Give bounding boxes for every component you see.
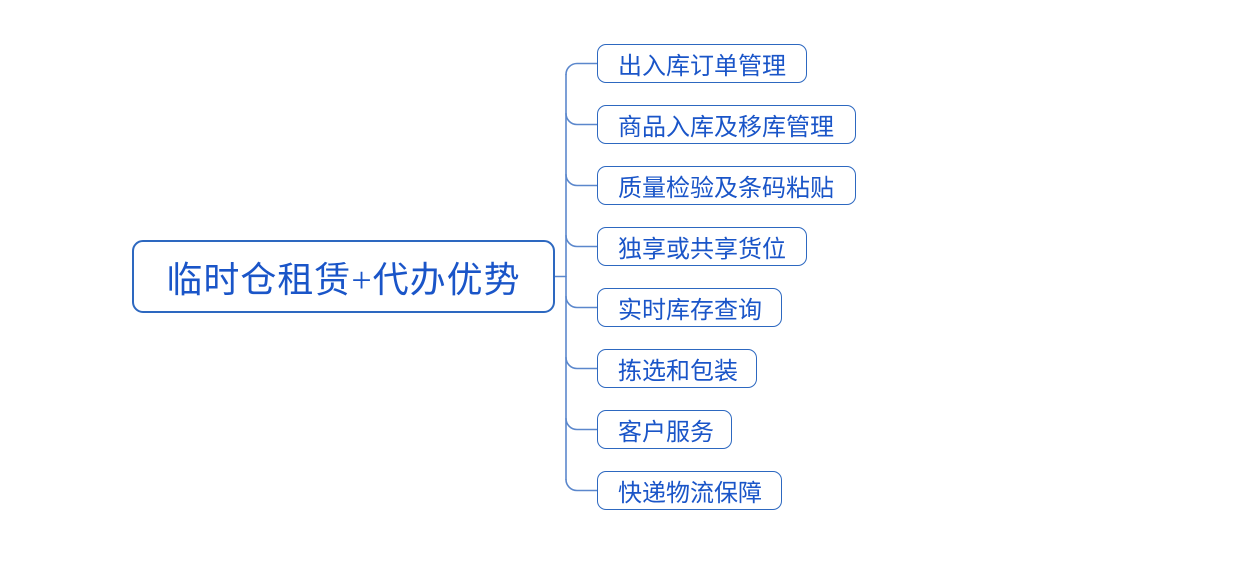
child-node-order-management[interactable]: 出入库订单管理: [597, 44, 807, 83]
child-node-label: 客户服务: [618, 420, 714, 446]
child-node-label: 独享或共享货位: [618, 237, 786, 263]
child-node-shared-slots[interactable]: 独享或共享货位: [597, 227, 807, 266]
connector-branch-4: [565, 234, 598, 248]
child-node-label: 快递物流保障: [618, 481, 762, 507]
connector-branch-7: [565, 417, 598, 431]
child-node-express-logistics[interactable]: 快递物流保障: [597, 471, 782, 510]
child-node-picking-packing[interactable]: 拣选和包装: [597, 349, 757, 388]
root-node-label: 临时仓租赁+代办优势: [166, 259, 521, 300]
child-node-inbound-relocation[interactable]: 商品入库及移库管理: [597, 105, 856, 144]
child-node-customer-service[interactable]: 客户服务: [597, 410, 732, 449]
child-node-label: 拣选和包装: [618, 359, 738, 385]
child-node-realtime-inventory[interactable]: 实时库存查询: [597, 288, 782, 327]
connector-branch-3: [565, 173, 598, 187]
connector-branch-8: [565, 478, 598, 492]
connector-branch-6: [565, 356, 598, 370]
child-node-label: 质量检验及条码粘贴: [618, 176, 834, 202]
connector-branch-1: [565, 62, 598, 76]
connector-branch-5: [565, 295, 598, 309]
child-node-label: 商品入库及移库管理: [618, 115, 834, 141]
root-node[interactable]: 临时仓租赁+代办优势: [132, 240, 555, 313]
child-node-label: 实时库存查询: [618, 298, 762, 324]
connector-branch-2: [565, 112, 598, 126]
child-node-label: 出入库订单管理: [618, 54, 786, 80]
child-node-quality-barcode[interactable]: 质量检验及条码粘贴: [597, 166, 856, 205]
